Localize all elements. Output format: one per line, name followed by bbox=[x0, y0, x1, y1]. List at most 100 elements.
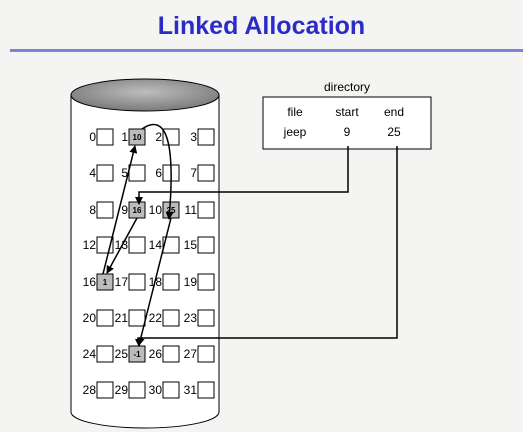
free-block-square bbox=[197, 164, 215, 182]
block-number-24: 24 bbox=[83, 347, 97, 361]
disk-block-19: 19 bbox=[184, 273, 215, 291]
disk-block-20: 20 bbox=[83, 309, 114, 327]
disk-block-25: 25 -1 bbox=[115, 345, 146, 363]
block-number-11: 11 bbox=[185, 203, 198, 217]
disk-block-0: 0 bbox=[89, 128, 114, 146]
title-divider bbox=[10, 49, 523, 52]
disk-block-3: 3 bbox=[190, 128, 215, 146]
free-block-square bbox=[96, 345, 114, 363]
cylinder-top bbox=[70, 78, 220, 112]
free-block-square bbox=[128, 381, 146, 399]
directory-box bbox=[262, 96, 432, 150]
disk-block-14: 14 bbox=[149, 236, 180, 254]
block-number-21: 21 bbox=[115, 311, 129, 325]
disk-block-5: 5 bbox=[121, 164, 146, 182]
free-block-square bbox=[128, 309, 146, 327]
used-block-square bbox=[96, 273, 114, 291]
free-block-square bbox=[162, 309, 180, 327]
block-number-22: 22 bbox=[149, 311, 163, 325]
block-number-23: 23 bbox=[184, 311, 198, 325]
free-block-square bbox=[197, 381, 215, 399]
free-block-square bbox=[162, 273, 180, 291]
directory-cell-file: jeep bbox=[283, 125, 307, 139]
block-pointer-value-10: 25 bbox=[167, 206, 176, 215]
disk-block-6: 6 bbox=[155, 164, 180, 182]
arrow-9-to-16 bbox=[106, 217, 138, 274]
block-number-8: 8 bbox=[89, 203, 96, 217]
block-pointer-value-16: 1 bbox=[103, 278, 108, 287]
disk-block-26: 26 bbox=[149, 345, 180, 363]
block-number-14: 14 bbox=[149, 238, 163, 252]
block-number-30: 30 bbox=[149, 383, 163, 397]
block-number-12: 12 bbox=[83, 238, 97, 252]
free-block-square bbox=[96, 128, 114, 146]
block-number-4: 4 bbox=[89, 166, 96, 180]
block-pointer-value-9: 16 bbox=[133, 206, 142, 215]
block-number-9: 9 bbox=[121, 203, 128, 217]
disk-block-15: 15 bbox=[184, 236, 215, 254]
block-number-28: 28 bbox=[83, 383, 97, 397]
free-block-square bbox=[197, 128, 215, 146]
free-block-square bbox=[96, 381, 114, 399]
disk-block-8: 8 bbox=[89, 201, 114, 219]
disk-block-22: 22 bbox=[149, 309, 180, 327]
disk-block-27: 27 bbox=[184, 345, 215, 363]
free-block-square bbox=[162, 381, 180, 399]
directory-header-start: start bbox=[335, 105, 359, 119]
directory-header-file: file bbox=[287, 105, 303, 119]
directory-cell-start: 9 bbox=[344, 125, 351, 139]
free-block-square bbox=[197, 309, 215, 327]
disk-block-24: 24 bbox=[83, 345, 114, 363]
directory: directory file start end jeep 9 25 bbox=[262, 80, 432, 150]
free-block-square bbox=[96, 201, 114, 219]
pointer-arrows bbox=[102, 123, 174, 346]
block-number-16: 16 bbox=[83, 275, 97, 289]
block-number-15: 15 bbox=[184, 238, 198, 252]
arrow-1-to-10 bbox=[141, 123, 174, 220]
disk-block-7: 7 bbox=[190, 164, 215, 182]
disk-block-21: 21 bbox=[115, 309, 146, 327]
disk-block-31: 31 bbox=[184, 381, 215, 399]
block-number-1: 1 bbox=[121, 130, 128, 144]
free-block-square bbox=[197, 273, 215, 291]
block-pointer-value-1: 10 bbox=[133, 133, 142, 142]
free-block-square bbox=[96, 309, 114, 327]
disk-block-23: 23 bbox=[184, 309, 215, 327]
block-number-7: 7 bbox=[190, 166, 197, 180]
free-block-square bbox=[197, 236, 215, 254]
arrow-16-to-1 bbox=[102, 145, 138, 275]
disk-block-29: 29 bbox=[115, 381, 146, 399]
directory-pointers bbox=[135, 146, 398, 347]
disk-block-30: 30 bbox=[149, 381, 180, 399]
block-number-19: 19 bbox=[184, 275, 198, 289]
free-block-square bbox=[128, 164, 146, 182]
disk-block-9: 9 16 bbox=[121, 201, 146, 219]
block-number-6: 6 bbox=[155, 166, 162, 180]
block-number-5: 5 bbox=[121, 166, 128, 180]
free-block-square bbox=[96, 164, 114, 182]
block-number-25: 25 bbox=[115, 347, 129, 361]
directory-header-end: end bbox=[384, 105, 404, 119]
block-number-2: 2 bbox=[155, 130, 162, 144]
used-block-square bbox=[128, 128, 146, 146]
disk-block-16: 16 1 bbox=[83, 273, 114, 291]
disk-block-28: 28 bbox=[83, 381, 114, 399]
block-number-20: 20 bbox=[83, 311, 97, 325]
start-pointer-arrow bbox=[135, 146, 349, 205]
free-block-square bbox=[128, 273, 146, 291]
free-block-square bbox=[197, 345, 215, 363]
block-number-29: 29 bbox=[115, 383, 129, 397]
free-block-square bbox=[162, 128, 180, 146]
disk-block-4: 4 bbox=[89, 164, 114, 182]
slide-title: Linked Allocation bbox=[157, 12, 366, 40]
free-block-square bbox=[128, 236, 146, 254]
block-number-31: 31 bbox=[184, 383, 198, 397]
arrow-10-to-25 bbox=[136, 217, 172, 346]
block-pointer-value-25: -1 bbox=[133, 350, 141, 359]
free-block-square bbox=[197, 201, 215, 219]
directory-cell-end: 25 bbox=[387, 125, 401, 139]
free-block-square bbox=[162, 345, 180, 363]
